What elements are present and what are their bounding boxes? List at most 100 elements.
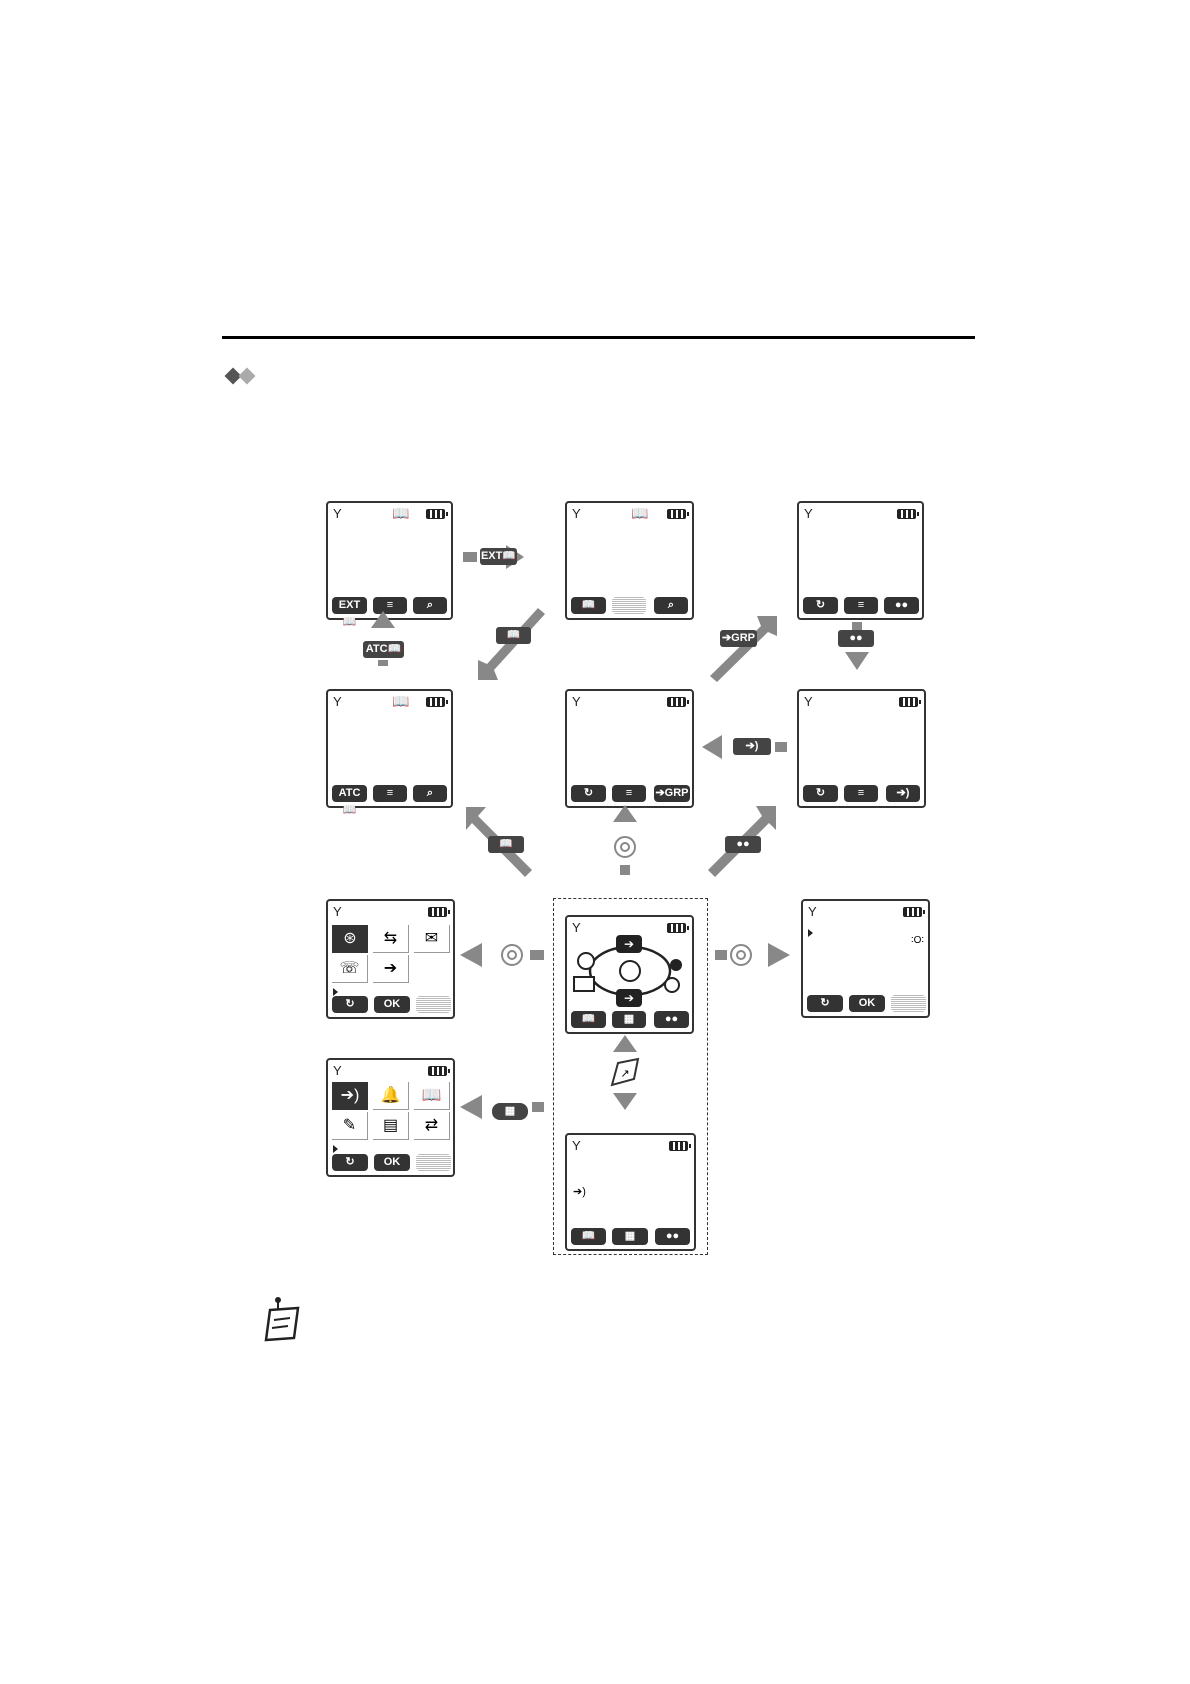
antenna-icon: Y — [333, 694, 342, 709]
standby-group-frame — [553, 898, 708, 1255]
cursor-icon — [333, 988, 338, 996]
navigator-diagram: ➔ ➔ — [573, 935, 682, 1007]
antenna-icon: Y — [808, 904, 817, 919]
softkey-menu[interactable]: ≡ — [373, 785, 407, 802]
cursor-icon — [808, 929, 813, 937]
softkey-intercom[interactable]: ●● — [655, 1228, 690, 1245]
arrow-left-2 — [460, 943, 482, 967]
battery-icon — [903, 907, 925, 917]
softkey-phonebook[interactable]: 📖 — [571, 1228, 606, 1245]
softkey-ok[interactable]: OK — [849, 995, 885, 1012]
battery-icon — [667, 923, 689, 933]
handset-settings-icon[interactable]: ☏ — [332, 955, 368, 983]
softkey-transfer[interactable]: ➔) — [886, 785, 920, 802]
standby-navigator-screen: Y ➔ ➔ 📖 ▦ ●● — [565, 915, 694, 1034]
key-transfer[interactable]: ➔) — [733, 738, 771, 755]
softkey-blank — [612, 597, 646, 614]
main-menu-screen: Y ➔) 🔔 📖 ✎ ▤ ⇄ ↻ OK — [326, 1058, 455, 1177]
battery-icon — [667, 697, 689, 707]
softkey-main-menu[interactable]: ▦ — [612, 1228, 648, 1245]
phonebook-icon: 📖 — [631, 505, 649, 521]
softkey-ext-book[interactable]: EXT📖 — [332, 597, 367, 628]
phonebook-icon: 📖 — [392, 693, 410, 709]
softkey-search[interactable]: ⌕ — [654, 597, 688, 614]
softkey-menu[interactable]: ≡ — [612, 785, 646, 802]
softkey-menu[interactable]: ≡ — [844, 785, 878, 802]
antenna-icon: Y — [572, 694, 581, 709]
arrow-left-3 — [460, 1095, 482, 1119]
battery-icon — [426, 697, 448, 707]
key-to-grp[interactable]: ➔GRP — [720, 630, 757, 647]
softkey-phonebook[interactable]: 📖 — [571, 1011, 606, 1028]
battery-icon — [669, 1141, 691, 1151]
softkey-search[interactable]: ⌕ — [413, 597, 447, 614]
battery-icon — [428, 907, 450, 917]
talk-key-icon[interactable]: ↗ — [608, 1057, 642, 1089]
softkey-menu[interactable]: ≡ — [844, 597, 878, 614]
softkey-back[interactable]: ↻ — [803, 597, 838, 614]
softkey-back[interactable]: ↻ — [803, 785, 838, 802]
handset-icon[interactable]: ✎ — [332, 1112, 368, 1140]
ringer-icon[interactable]: 🔔 — [373, 1082, 409, 1110]
softkey-blank — [416, 1154, 451, 1171]
standby-screen: Y ➔) 📖 ▦ ●● — [565, 1133, 696, 1251]
key-main-menu[interactable]: ▦ — [492, 1103, 528, 1120]
softkey-to-grp[interactable]: ➔GRP — [654, 785, 690, 802]
softkey-ok[interactable]: OK — [374, 1154, 410, 1171]
svg-text:➔: ➔ — [624, 937, 634, 951]
softkey-back[interactable]: ↻ — [332, 996, 368, 1013]
function-menu-screen: Y ⊛ ⇆ ✉ ☏ ➔ ↻ OK — [326, 899, 455, 1019]
navigator-key-icon[interactable] — [614, 836, 636, 858]
antenna-icon: Y — [333, 1063, 342, 1078]
phonebook-icon: 📖 — [392, 505, 410, 521]
key-intercom-diag[interactable]: ●● — [725, 836, 761, 853]
transfer-indicator-icon: ➔) — [573, 1186, 586, 1198]
softkey-phonebook[interactable]: 📖 — [571, 597, 606, 614]
battery-icon — [428, 1066, 450, 1076]
softkey-intercom[interactable]: ●● — [654, 1011, 689, 1028]
arrow-left-1 — [775, 742, 787, 752]
key-intercom-down[interactable]: ●● — [838, 630, 874, 647]
key-phonebook-diag[interactable]: 📖 — [496, 627, 531, 644]
antenna-icon: Y — [333, 904, 342, 919]
setting-value: ∶O∶ — [911, 935, 924, 946]
group-screen: Y ↻ ≡ ●● — [797, 501, 924, 620]
message-icon[interactable]: ✉ — [414, 925, 450, 953]
key-ext-book[interactable]: EXT📖 — [480, 548, 517, 565]
phonebook-search-icon[interactable]: 📖 — [414, 1082, 450, 1110]
antenna-icon: Y — [804, 694, 813, 709]
call-log-screen: Y ↻ ≡ ➔GRP — [565, 689, 694, 808]
transfer-menu-icon[interactable]: ➔) — [332, 1082, 368, 1110]
cursor-icon — [333, 1145, 338, 1153]
antenna-icon: Y — [572, 506, 581, 521]
copy-icon[interactable]: ⇄ — [414, 1112, 450, 1140]
antenna-icon: Y — [333, 506, 342, 521]
battery-icon — [897, 509, 919, 519]
antenna-icon: Y — [572, 920, 581, 935]
key-atc-book[interactable]: ATC📖 — [363, 641, 404, 658]
settings-list-screen: Y ∶O∶ ↻ OK — [801, 899, 930, 1018]
navigator-key-icon[interactable] — [730, 944, 752, 966]
arrow-diag-1 — [478, 608, 545, 680]
antenna-icon: Y — [804, 506, 813, 521]
softkey-intercom[interactable]: ●● — [884, 597, 919, 614]
softkey-main-menu[interactable]: ▦ — [612, 1011, 646, 1028]
softkey-search[interactable]: ⌕ — [413, 785, 447, 802]
softkey-atc-book[interactable]: ATC📖 — [332, 785, 367, 816]
arrow-right-1 — [463, 552, 477, 562]
navigator-key-icon[interactable] — [501, 944, 523, 966]
softkey-back[interactable]: ↻ — [332, 1154, 368, 1171]
softkey-ok[interactable]: OK — [374, 996, 410, 1013]
note-icon — [264, 1297, 300, 1342]
softkey-back[interactable]: ↻ — [807, 995, 843, 1012]
softkey-blank — [891, 995, 926, 1012]
settings-menu-icon[interactable]: ⊛ — [332, 925, 368, 953]
arrow-down-1 — [852, 622, 862, 630]
softkey-menu[interactable]: ≡ — [373, 597, 407, 614]
softkey-back[interactable]: ↻ — [571, 785, 606, 802]
call-forward-icon[interactable]: ⇆ — [373, 925, 409, 953]
arrow-right-2 — [715, 950, 727, 960]
memo-icon[interactable]: ▤ — [373, 1112, 409, 1140]
key-phonebook-up[interactable]: 📖 — [488, 836, 524, 853]
transfer-menu-icon[interactable]: ➔ — [373, 955, 409, 983]
